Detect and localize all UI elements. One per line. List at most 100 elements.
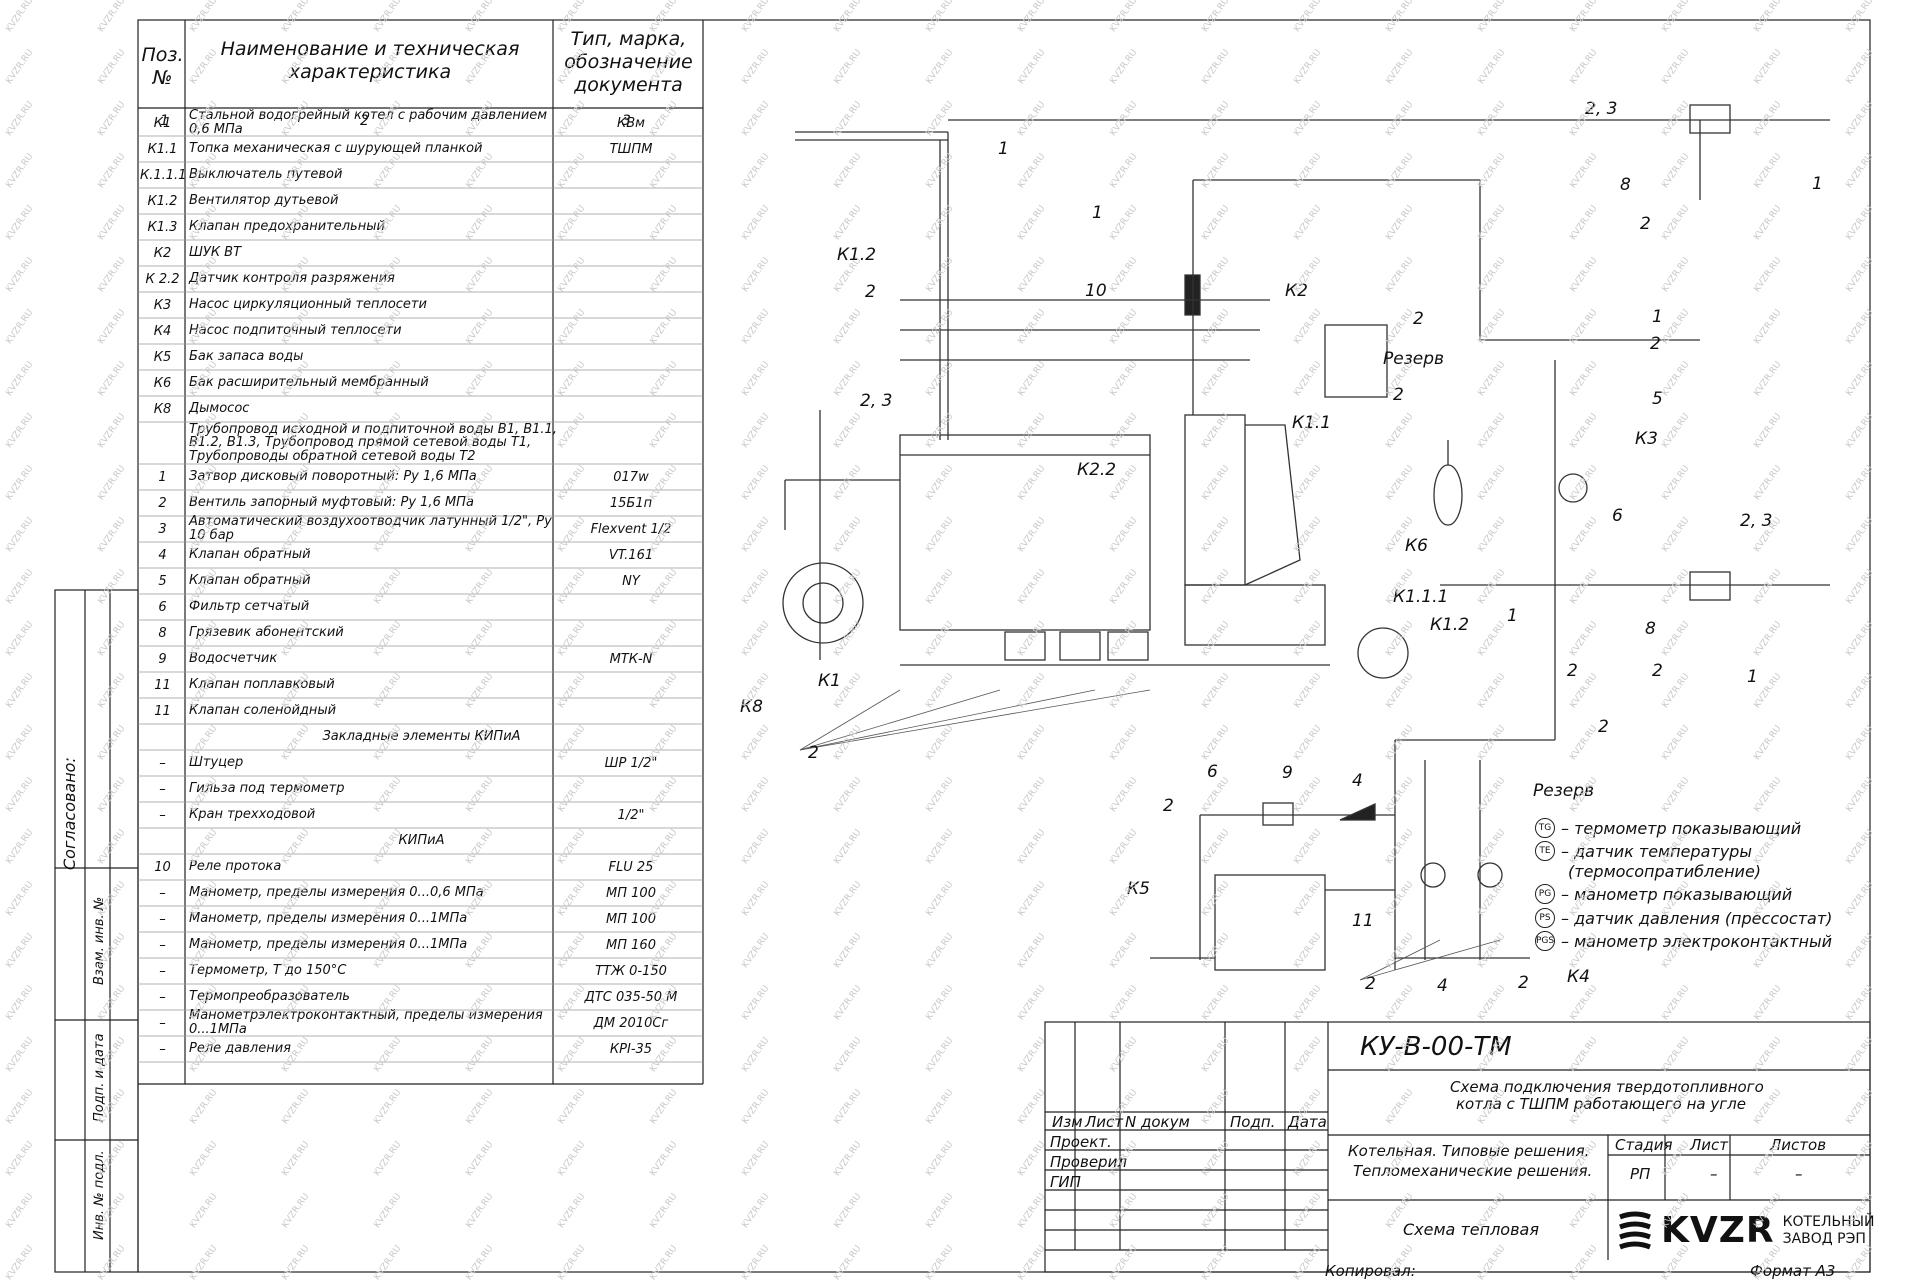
label-5: 5 (1652, 389, 1663, 409)
spec-col-2: 2 (360, 113, 369, 129)
project-line2: Тепломеханические решения. (1353, 1162, 1593, 1180)
col-ndoc: N докум (1125, 1113, 1190, 1131)
spec-row: –Манометрэлектроконтактный, пределы изме… (140, 1009, 703, 1036)
spec-pos: К1.3 (147, 219, 178, 235)
format-label: Формат А3 (1750, 1262, 1836, 1280)
spec-type: КВм (617, 115, 645, 131)
row-gip: ГИП (1050, 1173, 1081, 1191)
label-1a: 1 (998, 139, 1009, 159)
col-list: Лист (1085, 1113, 1124, 1131)
legend-item: PS– датчик давления (прессостат) (1535, 908, 1832, 928)
spec-name: Манометр, пределы измерения 0...1МПа (189, 911, 468, 927)
side-label-agreed: Согласовано: (60, 757, 79, 870)
spec-pos: К6 (153, 375, 172, 391)
spec-name: ШУК ВТ (189, 245, 242, 261)
side-label-inv-sub: Взам. инв. № (92, 896, 107, 985)
spec-pos: 11 (154, 677, 171, 693)
label-k8: К8 (740, 697, 763, 717)
spec-type: ДТС 035-50 М (584, 989, 678, 1005)
spec-pos: – (159, 989, 166, 1005)
legend-text: – термометр показывающий (1561, 818, 1802, 838)
label-2e: 2 (1393, 385, 1404, 405)
spec-type: FLU 25 (608, 859, 654, 875)
spec-row: К 2.2 Датчик контроля разряжения (140, 266, 703, 292)
label-k4: К4 (1567, 967, 1590, 987)
spec-name: Датчик контроля разряжения (189, 271, 395, 287)
spec-pos: 5 (158, 573, 167, 589)
spec-header-name: Наименование и техническая характеристик… (220, 38, 520, 83)
label-2c: 2 (1413, 309, 1424, 329)
spec-pos: К1.1 (147, 141, 178, 157)
row-proveril: Проверил (1050, 1153, 1127, 1171)
legend-text: – датчик давления (прессостат) (1561, 908, 1833, 928)
spec-pos: К8 (153, 401, 172, 417)
side-label-inv-orig: Инв. № подл. (92, 1150, 107, 1240)
col-data: Дата (1288, 1113, 1327, 1131)
label-6a: 6 (1612, 506, 1623, 526)
spec-pos: К5 (153, 349, 172, 365)
spec-pos: 8 (158, 625, 167, 641)
spec-name: Термопреобразователь (189, 989, 350, 1005)
spec-name: Манометр, пределы измерения 0...0,6 МПа (189, 885, 484, 901)
label-4a: 4 (1352, 771, 1363, 791)
spec-pos: К 2.2 (145, 271, 180, 287)
spec-name: Насос циркуляционный теплосети (189, 297, 427, 313)
spec-pos: 1 (158, 469, 167, 485)
spec-pos: – (159, 911, 166, 927)
spec-name: Вентиль запорный муфтовый: Ру 1,6 МПа (189, 495, 474, 511)
spec-type: 017w (613, 469, 649, 485)
label-k111: К1.1.1 (1393, 587, 1449, 607)
spec-pos: – (159, 885, 166, 901)
label-2h: 2 (1652, 661, 1663, 681)
stadia-header: Стадия (1615, 1136, 1673, 1154)
instrument-symbol-icon: TG (1535, 818, 1555, 838)
label-4b: 4 (1437, 976, 1448, 996)
spec-pos: К4 (153, 323, 172, 339)
label-k5: К5 (1127, 879, 1150, 899)
spec-name: Клапан соленойдный (189, 703, 337, 719)
spec-type: Flexvent 1/2 (590, 521, 672, 537)
instrument-symbol-icon: PGS (1535, 931, 1555, 951)
spec-type: МТК-N (609, 651, 653, 667)
label-2l: 2 (1518, 973, 1529, 993)
spec-name: Водосчетчик (189, 651, 278, 667)
spec-col-3: 3 (622, 113, 631, 129)
spec-name: Топка механическая с шурующей планкой (189, 141, 483, 157)
spec-type: VT.161 (608, 547, 654, 563)
spec-type: 1/2" (617, 807, 645, 823)
label-2d: 2 (1650, 334, 1661, 354)
spec-pos: 4 (158, 547, 167, 563)
legend-text: – манометр показывающий (1561, 884, 1793, 904)
label-10: 10 (1085, 281, 1107, 301)
spec-type: ДМ 2010Сг (593, 1015, 669, 1031)
spec-name: Выключатель путевой (189, 167, 343, 183)
label-k3: К3 (1635, 429, 1658, 449)
spec-pos: 3 (158, 521, 167, 537)
spec-row: К1.3 Клапан предохранительный (140, 214, 703, 240)
spec-row: КИПиА (140, 828, 703, 854)
spec-pos: К.1.1.1 (140, 167, 187, 183)
spec-row: 1 Затвор дисковый поворотный: Ру 1,6 МПа 0… (140, 464, 703, 490)
spec-name: Трубопровод исходной и подпиточной воды … (189, 421, 557, 464)
spec-type: МП 160 (606, 937, 656, 953)
legend-text: – манометр электроконтактный (1561, 931, 1832, 951)
listov-value: – (1795, 1165, 1803, 1183)
spec-name: Клапан предохранительный (189, 219, 385, 235)
spec-name: Затвор дисковый поворотный: Ру 1,6 МПа (189, 469, 477, 485)
label-2f: 2 (808, 743, 819, 763)
listov-header: Листов (1770, 1136, 1827, 1154)
spec-name: Реле давления (189, 1041, 291, 1057)
